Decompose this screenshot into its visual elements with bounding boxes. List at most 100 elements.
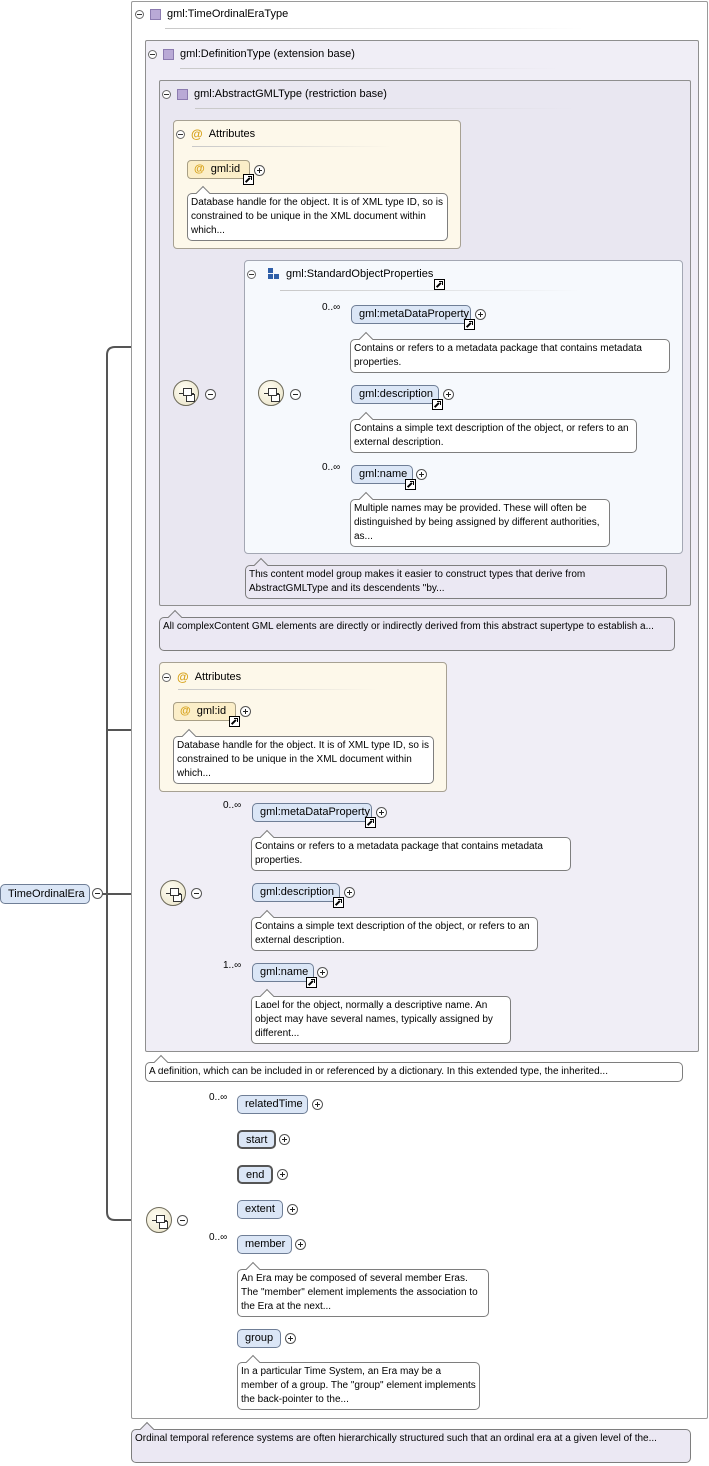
meta-data-property-note: Contains or refers to a metadata package… [251, 837, 571, 871]
standard-object-properties-header: gml:StandardObjectProperties [247, 268, 433, 280]
name-note: Label for the object, normally a descrip… [251, 996, 511, 1044]
expand-icon[interactable] [287, 1204, 298, 1215]
reference-arrow-icon[interactable] [434, 279, 445, 290]
reference-arrow-icon[interactable] [333, 897, 344, 908]
attribute-icon: @ [180, 705, 191, 717]
standard-object-properties-note: This content model group makes it easier… [245, 565, 667, 599]
expand-icon[interactable] [475, 309, 486, 320]
header-divider [195, 108, 575, 109]
gml-id-attribute[interactable]: @ gml:id [187, 160, 250, 179]
sequence-icon [160, 880, 186, 906]
reference-arrow-icon[interactable] [464, 319, 475, 330]
definition-type-note: A definition, which can be included in o… [145, 1062, 683, 1082]
gml-name-element[interactable]: gml:name [252, 963, 314, 982]
attributes-header: @ Attributes [176, 127, 255, 141]
expand-icon[interactable] [277, 1169, 288, 1180]
description-note: Contains a simple text description of th… [350, 419, 637, 453]
reference-arrow-icon[interactable] [306, 977, 317, 988]
sequence-icon [173, 380, 199, 406]
gml-meta-data-property-element[interactable]: gml:metaDataProperty [351, 305, 471, 324]
reference-arrow-icon[interactable] [365, 817, 376, 828]
reference-arrow-icon[interactable] [229, 716, 240, 727]
model-group-icon [268, 268, 280, 280]
expand-icon[interactable] [254, 165, 265, 176]
complex-type-icon [163, 48, 174, 60]
collapse-icon[interactable] [205, 389, 216, 400]
definition-type-label: gml:DefinitionType (extension base) [180, 48, 355, 60]
sequence-icon [146, 1207, 172, 1233]
extent-element[interactable]: extent [237, 1200, 283, 1219]
header-divider [178, 689, 378, 690]
type-label: gml:TimeOrdinalEraType [167, 8, 289, 20]
related-time-element[interactable]: relatedTime [237, 1095, 308, 1114]
definition-type-header: gml:DefinitionType (extension base) [148, 48, 355, 60]
collapse-icon[interactable] [191, 888, 202, 899]
abstract-gml-type-header: gml:AbstractGMLType (restriction base) [162, 88, 387, 100]
collapse-icon[interactable] [247, 269, 256, 279]
expand-icon[interactable] [344, 887, 355, 898]
expand-icon[interactable] [285, 1333, 296, 1344]
gml-id-label: gml:id [196, 705, 227, 717]
attributes-header: @ Attributes [162, 670, 241, 684]
abstract-gml-type-label: gml:AbstractGMLType (restriction base) [194, 88, 387, 100]
expand-icon[interactable] [416, 469, 427, 480]
gml-id-attribute[interactable]: @ gml:id [173, 702, 236, 721]
group-element[interactable]: group [237, 1329, 281, 1348]
meta-data-property-note: Contains or refers to a metadata package… [350, 339, 670, 373]
type-header: gml:TimeOrdinalEraType [135, 8, 288, 20]
attribute-icon: @ [177, 670, 189, 684]
collapse-icon[interactable] [177, 1215, 188, 1226]
collapse-icon[interactable] [290, 389, 301, 400]
header-divider [280, 290, 580, 291]
expand-icon[interactable] [376, 807, 387, 818]
collapse-icon[interactable] [162, 672, 171, 682]
reference-arrow-icon[interactable] [432, 399, 443, 410]
end-element[interactable]: end [237, 1165, 273, 1184]
reference-arrow-icon[interactable] [405, 479, 416, 490]
collapse-icon[interactable] [135, 9, 144, 19]
name-note: Multiple names may be provided. These wi… [350, 499, 610, 547]
standard-object-properties-label: gml:StandardObjectProperties [286, 268, 434, 280]
attribute-icon: @ [191, 127, 203, 141]
gml-id-label: gml:id [210, 163, 241, 175]
member-element[interactable]: member [237, 1235, 292, 1254]
expand-icon[interactable] [295, 1239, 306, 1250]
gml-meta-data-property-element[interactable]: gml:metaDataProperty [252, 803, 372, 822]
attribute-icon: @ [194, 163, 205, 175]
abstract-gml-type-note: All complexContent GML elements are dire… [159, 617, 675, 651]
reference-arrow-icon[interactable] [243, 174, 254, 185]
collapse-icon[interactable] [162, 89, 171, 99]
description-note: Contains a simple text description of th… [251, 917, 538, 951]
time-ordinal-era-element[interactable]: TimeOrdinalEra [0, 884, 90, 904]
complex-type-icon [150, 8, 161, 20]
cardinality: 0..∞ [209, 1232, 228, 1243]
collapse-icon[interactable] [176, 129, 185, 139]
expand-icon[interactable] [443, 389, 454, 400]
gml-description-element[interactable]: gml:description [351, 385, 439, 404]
attributes-label: Attributes [208, 128, 256, 140]
gml-description-element[interactable]: gml:description [252, 883, 340, 902]
cardinality: 0..∞ [209, 1092, 228, 1103]
complex-type-icon [177, 88, 188, 100]
header-divider [165, 28, 585, 29]
cardinality: 0..∞ [223, 800, 242, 811]
time-ordinal-era-note: Ordinal temporal reference systems are o… [131, 1429, 691, 1463]
expand-icon[interactable] [317, 967, 328, 978]
sequence-icon [258, 380, 284, 406]
gml-id-note: Database handle for the object. It is of… [187, 193, 448, 241]
header-divider [180, 68, 560, 69]
header-divider [192, 146, 392, 147]
expand-icon[interactable] [240, 706, 251, 717]
cardinality: 0..∞ [322, 302, 341, 313]
expand-icon[interactable] [312, 1099, 323, 1110]
gml-id-note: Database handle for the object. It is of… [173, 736, 434, 784]
expand-icon[interactable] [279, 1134, 290, 1145]
group-note: In a particular Time System, an Era may … [237, 1362, 480, 1410]
cardinality: 1..∞ [223, 960, 242, 971]
gml-name-element[interactable]: gml:name [351, 465, 413, 484]
cardinality: 0..∞ [322, 462, 341, 473]
attributes-label: Attributes [194, 671, 242, 683]
collapse-icon[interactable] [92, 888, 103, 899]
start-element[interactable]: start [237, 1130, 276, 1149]
collapse-icon[interactable] [148, 49, 157, 59]
